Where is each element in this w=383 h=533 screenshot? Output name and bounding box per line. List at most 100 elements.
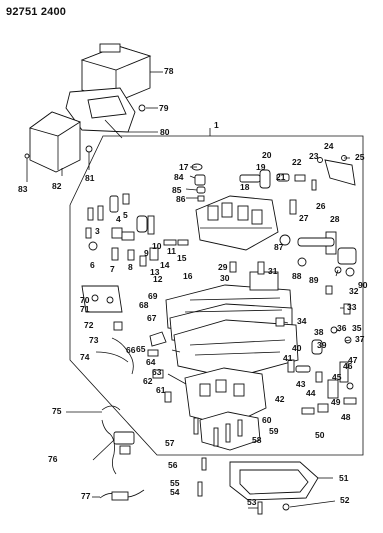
callout-69: 69 xyxy=(148,291,158,301)
callout-66: 66 xyxy=(126,345,136,355)
callout-67: 67 xyxy=(147,313,157,323)
callout-39: 39 xyxy=(317,340,327,350)
assembly-outline xyxy=(69,135,364,456)
callout-52: 52 xyxy=(340,495,350,505)
callout-55: 55 xyxy=(170,478,180,488)
manual-valve-linkage xyxy=(279,231,357,277)
callout-53: 53 xyxy=(247,497,257,507)
callout-41: 41 xyxy=(283,353,293,363)
callout-63: 63 xyxy=(152,367,162,377)
callout-44: 44 xyxy=(306,388,316,398)
callout-62: 62 xyxy=(143,376,153,386)
callout-78: 78 xyxy=(164,66,174,76)
callout-37: 37 xyxy=(355,334,365,344)
callout-19: 19 xyxy=(256,162,266,172)
nut-81 xyxy=(85,145,93,153)
callout-30: 30 xyxy=(220,273,230,283)
callout-42: 42 xyxy=(275,394,285,404)
callout-83: 83 xyxy=(18,184,28,194)
callout-82: 82 xyxy=(52,181,62,191)
callout-74: 74 xyxy=(80,352,90,362)
callout-13: 13 xyxy=(150,267,160,277)
callout-1: 1 xyxy=(214,120,219,130)
callout-10: 10 xyxy=(152,241,162,251)
callout-89: 89 xyxy=(309,275,319,285)
callout-77: 77 xyxy=(81,491,91,501)
callout-87: 87 xyxy=(274,242,284,252)
bolts-and-plugs xyxy=(193,285,357,447)
module-cover xyxy=(28,111,82,173)
callout-58: 58 xyxy=(252,435,262,445)
callout-85: 85 xyxy=(172,185,182,195)
callout-11: 11 xyxy=(167,246,176,256)
callout-18: 18 xyxy=(240,182,250,192)
leader-lines xyxy=(26,71,351,509)
callout-12: 12 xyxy=(153,274,163,284)
callout-38: 38 xyxy=(314,327,324,337)
callout-22: 22 xyxy=(292,157,302,167)
callout-79: 79 xyxy=(159,103,169,113)
callout-51: 51 xyxy=(339,473,349,483)
callout-70: 70 xyxy=(80,295,90,305)
callout-57: 57 xyxy=(165,438,175,448)
callout-45: 45 xyxy=(332,372,342,382)
callout-72: 72 xyxy=(84,320,94,330)
callout-86: 86 xyxy=(176,194,186,204)
callout-60: 60 xyxy=(262,415,272,425)
callout-43: 43 xyxy=(296,379,306,389)
callout-27: 27 xyxy=(299,213,309,223)
callout-49: 49 xyxy=(331,397,341,407)
callout-68: 68 xyxy=(139,300,149,310)
solenoid-harness xyxy=(99,405,145,501)
control-module xyxy=(80,43,152,103)
callout-3: 3 xyxy=(95,226,100,236)
callout-59: 59 xyxy=(269,426,279,436)
callout-6: 6 xyxy=(90,260,95,270)
callout-71: 71 xyxy=(80,304,90,314)
callout-48: 48 xyxy=(341,412,351,422)
callout-80: 80 xyxy=(160,127,170,137)
callout-40: 40 xyxy=(292,343,302,353)
callout-32: 32 xyxy=(349,286,359,296)
callout-8: 8 xyxy=(128,262,133,272)
callout-54: 54 xyxy=(170,487,180,497)
callout-23: 23 xyxy=(309,151,319,161)
callout-17: 17 xyxy=(179,162,189,172)
valves-and-springs-upper xyxy=(191,155,356,215)
diagram-number: 92751 2400 xyxy=(6,6,67,18)
callout-20: 20 xyxy=(262,150,272,160)
callout-31: 31 xyxy=(268,266,278,276)
callout-35: 35 xyxy=(352,323,362,333)
callout-36: 36 xyxy=(337,323,347,333)
callout-75: 75 xyxy=(52,406,62,416)
separator-plates xyxy=(165,261,299,379)
callout-88: 88 xyxy=(292,271,302,281)
callout-90: 90 xyxy=(358,280,368,290)
callout-56: 56 xyxy=(168,460,178,470)
callout-65: 65 xyxy=(136,344,146,354)
callout-14: 14 xyxy=(160,260,170,270)
callout-34: 34 xyxy=(297,316,307,326)
callout-29: 29 xyxy=(218,262,228,272)
callout-25: 25 xyxy=(355,152,365,162)
callout-61: 61 xyxy=(156,385,166,395)
callout-21: 21 xyxy=(276,172,286,182)
callout-7: 7 xyxy=(110,264,115,274)
callout-28: 28 xyxy=(330,214,340,224)
callout-33: 33 xyxy=(347,302,357,312)
callout-9: 9 xyxy=(144,248,149,258)
callout-15: 15 xyxy=(177,253,187,263)
callout-24: 24 xyxy=(324,141,334,151)
callout-81: 81 xyxy=(85,173,95,183)
bolt-79 xyxy=(138,104,146,112)
callout-73: 73 xyxy=(89,335,99,345)
callout-5: 5 xyxy=(123,210,128,220)
upper-valve-body xyxy=(195,195,279,251)
callout-46: 46 xyxy=(343,361,353,371)
callout-50: 50 xyxy=(315,430,325,440)
callout-76: 76 xyxy=(48,454,58,464)
oil-pan xyxy=(197,457,319,515)
